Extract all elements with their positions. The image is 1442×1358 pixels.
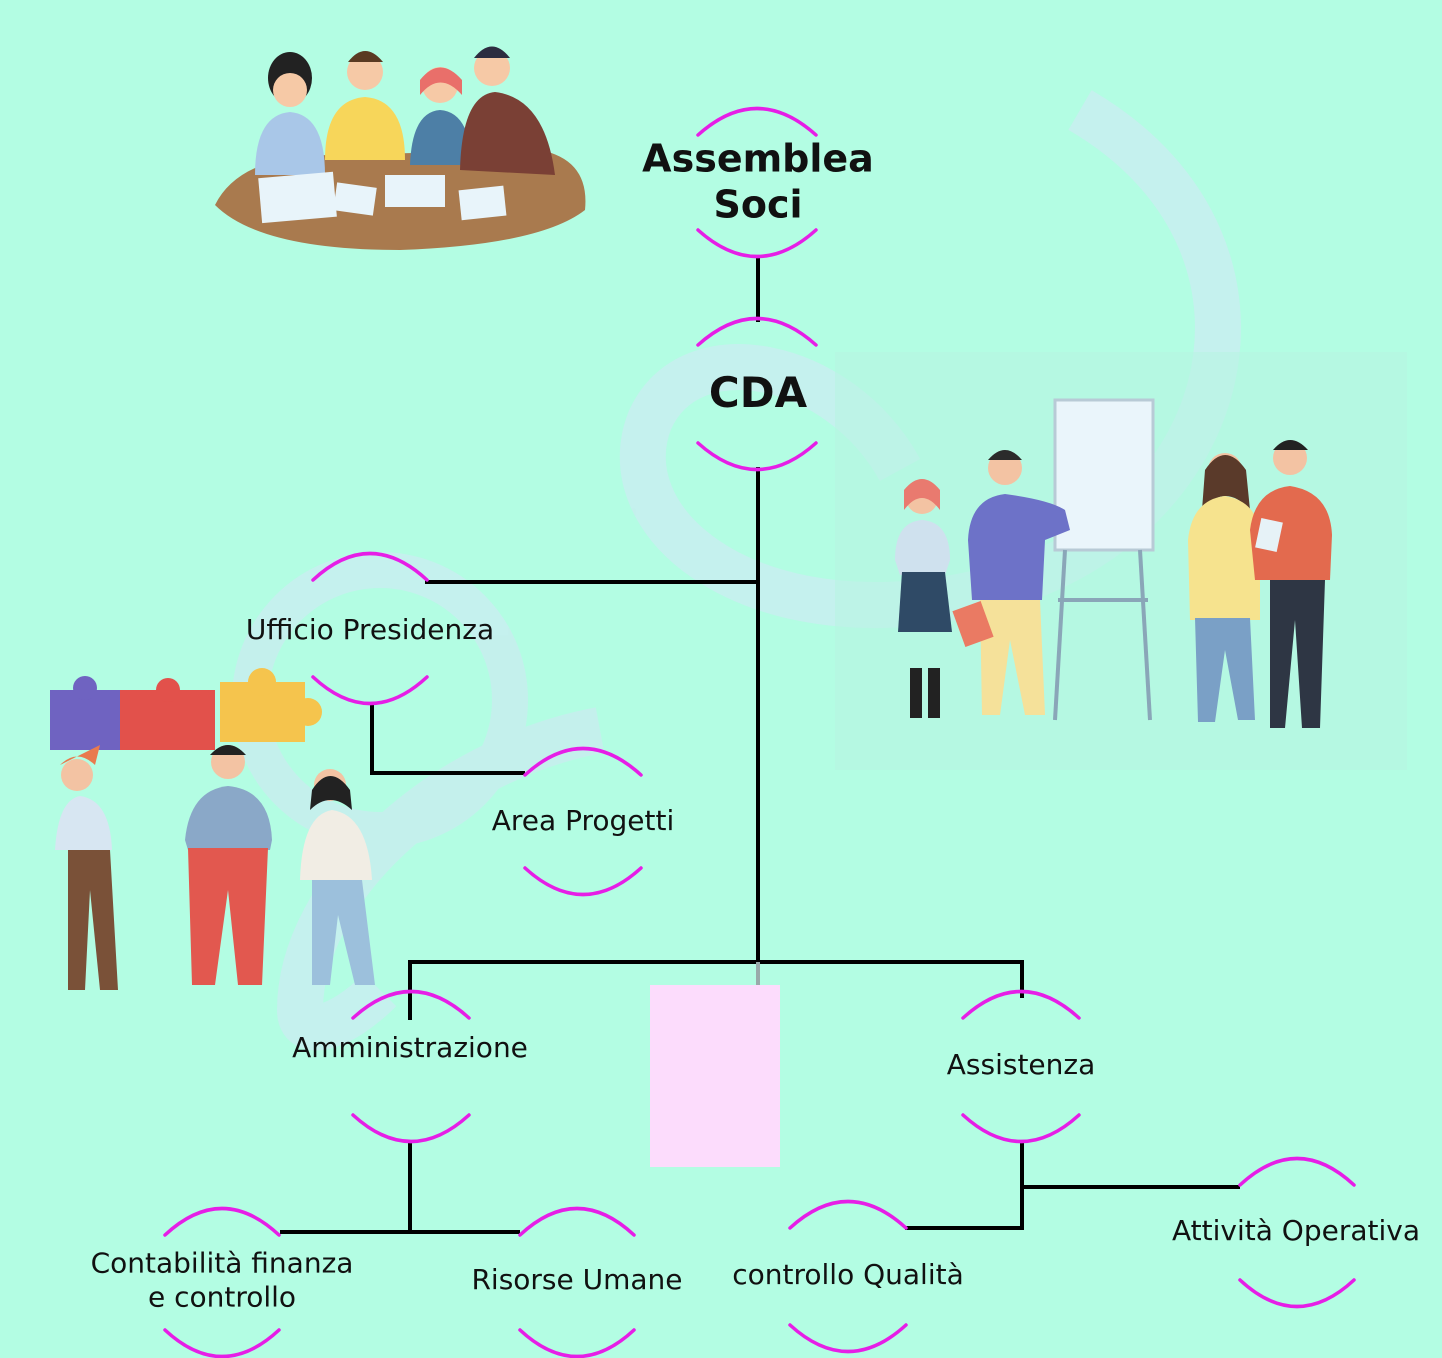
node-assemblea-soci: Assemblea Soci xyxy=(642,136,874,227)
puzzle-team-illustration xyxy=(50,668,375,990)
node-arcs xyxy=(163,106,1356,1358)
node-controllo-qualita: controllo Qualità xyxy=(732,1258,964,1292)
node-contabilita-line2: e controllo xyxy=(147,1280,297,1313)
node-assemblea-line2: Soci xyxy=(713,182,803,226)
node-assemblea-line1: Assemblea xyxy=(642,136,874,181)
node-assistenza: Assistenza xyxy=(946,1048,1096,1082)
node-ufficio-presidenza: Ufficio Presidenza xyxy=(245,613,495,647)
placeholder-box xyxy=(650,985,780,1167)
whiteboard-presentation-illustration xyxy=(835,352,1407,770)
node-area-progetti: Area Progetti xyxy=(491,804,675,838)
node-cda: CDA xyxy=(708,367,808,417)
team-meeting-illustration xyxy=(215,46,586,250)
node-contabilita-line1: Contabilità finanza xyxy=(90,1246,354,1280)
connector-lines xyxy=(280,255,1240,1234)
node-attivita-operativa: Attività Operativa xyxy=(1172,1214,1420,1248)
node-risorse-umane: Risorse Umane xyxy=(471,1263,683,1297)
node-amministrazione: Amministrazione xyxy=(292,1031,528,1065)
node-contabilita-finanza: Contabilità finanza e controllo xyxy=(91,1246,354,1313)
